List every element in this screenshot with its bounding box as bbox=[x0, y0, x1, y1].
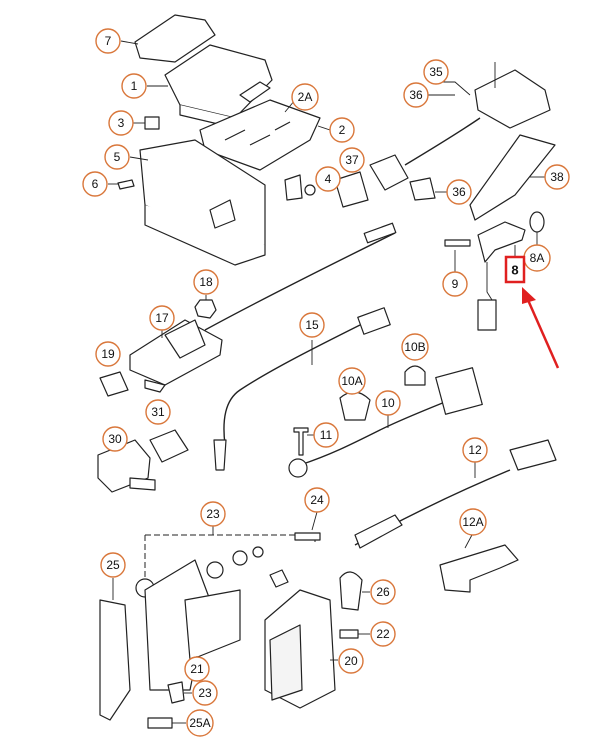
callout-12: 12 bbox=[462, 437, 488, 463]
callout-10: 10 bbox=[375, 390, 401, 416]
callout-9-label: 9 bbox=[452, 277, 459, 291]
callout-22-label: 22 bbox=[376, 627, 390, 641]
callout-25A-label: 25A bbox=[189, 716, 210, 730]
callout-20: 20 bbox=[338, 648, 364, 674]
callout-38-label: 38 bbox=[550, 170, 564, 184]
callout-23-upper-label: 23 bbox=[206, 507, 220, 521]
callout-2A-label: 2A bbox=[298, 90, 313, 104]
callout-23-lower: 23 bbox=[192, 680, 218, 706]
callout-8A: 8A bbox=[523, 244, 551, 272]
callout-10B-label: 10B bbox=[404, 340, 425, 354]
callout-17: 17 bbox=[149, 305, 175, 331]
callout-25A: 25A bbox=[186, 709, 214, 737]
callout-8A-label: 8A bbox=[530, 251, 545, 265]
callout-12A-label: 12A bbox=[462, 515, 483, 529]
callout-19-label: 19 bbox=[101, 347, 115, 361]
callout-17-label: 17 bbox=[155, 311, 169, 325]
callout-23-lower-label: 23 bbox=[198, 686, 212, 700]
callout-30: 30 bbox=[102, 426, 128, 452]
callout-19: 19 bbox=[95, 341, 121, 367]
callout-26: 26 bbox=[370, 579, 396, 605]
callout-25: 25 bbox=[100, 552, 126, 578]
callout-36-lower-label: 36 bbox=[452, 185, 466, 199]
callout-18: 18 bbox=[193, 269, 219, 295]
callout-31: 31 bbox=[145, 399, 171, 425]
callout-35: 35 bbox=[423, 59, 449, 85]
callout-4-label: 4 bbox=[325, 172, 332, 186]
callout-18-label: 18 bbox=[199, 275, 213, 289]
callout-1-label: 1 bbox=[131, 79, 138, 93]
callout-1: 1 bbox=[121, 73, 147, 99]
callout-7-label: 7 bbox=[105, 34, 112, 48]
callout-21: 21 bbox=[184, 656, 210, 682]
highlighted-callout-label: 8 bbox=[511, 263, 518, 278]
part-drawings bbox=[97, 14, 557, 729]
callout-3: 3 bbox=[108, 110, 134, 136]
callout-11-label: 11 bbox=[320, 428, 333, 442]
callout-2: 2 bbox=[329, 117, 355, 143]
callout-7: 7 bbox=[95, 28, 121, 54]
red-pointer-arrow bbox=[522, 287, 560, 369]
callout-36-upper-label: 36 bbox=[409, 88, 423, 102]
callout-25-label: 25 bbox=[106, 558, 120, 572]
callout-2A: 2A bbox=[291, 83, 319, 111]
callout-15: 15 bbox=[299, 312, 325, 338]
callout-22: 22 bbox=[370, 621, 396, 647]
callout-6-label: 6 bbox=[92, 177, 99, 191]
callout-12-label: 12 bbox=[468, 443, 482, 457]
callout-23-upper: 23 bbox=[200, 501, 226, 527]
callout-37-label: 37 bbox=[345, 153, 359, 167]
callout-26-label: 26 bbox=[376, 585, 390, 599]
callout-3-label: 3 bbox=[118, 116, 125, 130]
callout-6: 6 bbox=[82, 171, 108, 197]
callout-36-lower: 36 bbox=[446, 179, 472, 205]
callout-36-upper: 36 bbox=[403, 82, 429, 108]
highlighted-callout-8: 8 bbox=[504, 245, 526, 284]
callout-21-label: 21 bbox=[190, 662, 204, 676]
callout-11: 11 bbox=[313, 422, 339, 448]
callout-30-label: 30 bbox=[108, 432, 122, 446]
callout-5-label: 5 bbox=[114, 150, 121, 164]
callout-24: 24 bbox=[304, 487, 330, 513]
callout-35-label: 35 bbox=[429, 65, 443, 79]
callout-5: 5 bbox=[104, 144, 130, 170]
callout-9: 9 bbox=[442, 271, 468, 297]
callout-15-label: 15 bbox=[305, 318, 319, 332]
callout-10-label: 10 bbox=[381, 396, 395, 410]
callout-10B: 10B bbox=[401, 333, 429, 361]
callout-10A: 10A bbox=[338, 367, 366, 395]
callout-38: 38 bbox=[544, 164, 570, 190]
callout-4: 4 bbox=[315, 166, 341, 192]
callout-2-label: 2 bbox=[339, 123, 346, 137]
callout-31-label: 31 bbox=[151, 405, 165, 419]
callout-37: 37 bbox=[339, 147, 365, 173]
callout-12A: 12A bbox=[459, 508, 487, 536]
callout-labels: 7 1 2A 3 2 5 6 37 4 35 36 36 38 8A 9 18 … bbox=[82, 28, 570, 737]
callout-10A-label: 10A bbox=[341, 374, 362, 388]
callout-24-label: 24 bbox=[310, 493, 324, 507]
callout-20-label: 20 bbox=[344, 654, 358, 668]
